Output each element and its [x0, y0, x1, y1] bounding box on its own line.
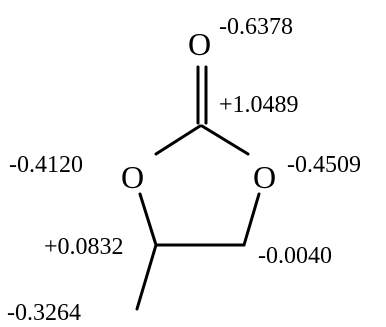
bond-carbonyl-carbon-left-oxygen — [154, 124, 202, 156]
carbonyl-carbon-charge: +1.0489 — [219, 92, 299, 118]
methylene-carbon-charge: -0.0040 — [258, 243, 332, 269]
methyl-carbon-charge: -0.3264 — [7, 300, 81, 326]
bond-left-oxygen-methine-carbon — [138, 192, 158, 247]
bond-group — [135, 65, 261, 311]
bond-methine-methyl — [135, 243, 158, 311]
bond-carbonyl-carbon-right-oxygen — [200, 124, 250, 156]
right-ring-oxygen-label: O — [253, 159, 276, 195]
left-ring-oxygen-label: O — [121, 159, 144, 195]
bond-right-oxygen-methylene-carbon — [242, 192, 261, 247]
methine-carbon-charge: +0.0832 — [44, 234, 124, 260]
left-ring-oxygen-charge: -0.4120 — [9, 152, 83, 178]
carbonyl-oxygen-label: O — [188, 26, 211, 62]
right-ring-oxygen-charge: -0.4509 — [287, 152, 361, 178]
carbonyl-oxygen-charge: -0.6378 — [219, 14, 293, 40]
